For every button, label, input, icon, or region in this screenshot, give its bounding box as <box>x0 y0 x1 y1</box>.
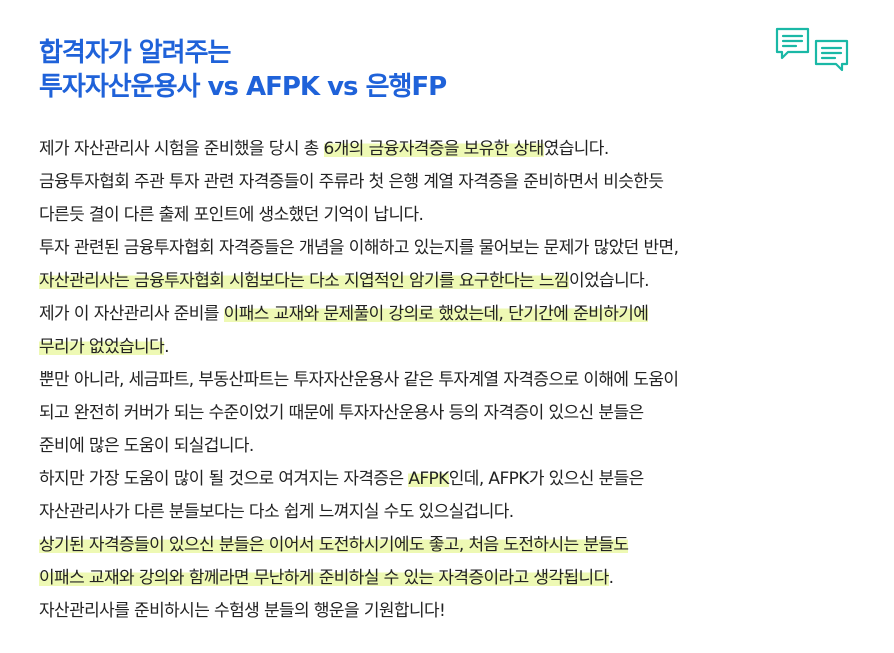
text-line: 제가 이 자산관리사 준비를 이패스 교재와 문제풀이 강의로 했었는데, 단기… <box>39 298 869 331</box>
heading-line-1: 합격자가 알려주는 <box>39 38 231 68</box>
article-body: 제가 자산관리사 시험을 준비했을 당시 총 6개의 금융자격증을 보유한 상태… <box>39 133 869 628</box>
text-line: 제가 자산관리사 시험을 준비했을 당시 총 6개의 금융자격증을 보유한 상태… <box>39 133 869 166</box>
text-run: 였습니다. <box>543 139 610 159</box>
text-run: 인데, AFPK가 있으신 분들은 <box>448 469 645 489</box>
text-line: 뿐만 아니라, 세금파트, 부동산파트는 투자자산운용사 같은 투자계열 자격증… <box>39 370 679 390</box>
text-run: . <box>608 568 614 588</box>
highlighted-text: 상기된 자격증들이 있으신 분들은 이어서 도전하시기에도 좋고, 처음 도전하… <box>39 535 629 555</box>
text-line: 투자 관련된 금융투자협회 자격증들은 개념을 이해하고 있는지를 물어보는 문… <box>39 238 679 258</box>
text-line: 이패스 교재와 강의와 함께라면 무난하게 준비하실 수 있는 자격증이라고 생… <box>39 562 869 595</box>
text-line: 되고 완전히 커버가 되는 수준이었기 때문에 투자자산운용사 등의 자격증이 … <box>39 403 644 423</box>
heading-line-2: 투자자산운용사 vs AFPK vs 은행FP <box>39 72 447 102</box>
highlighted-text: AFPK <box>408 469 449 489</box>
text-line: 무리가 없었습니다. <box>39 331 869 364</box>
text-line: 자산관리사가 다른 분들보다는 다소 쉽게 느껴지실 수도 있으실겁니다. <box>39 502 514 522</box>
highlighted-text: 이패스 교재와 문제풀이 강의로 했었는데, 단기간에 준비하기에 <box>223 304 649 324</box>
highlighted-text: 자산관리사는 금융투자협회 시험보다는 다소 지엽적인 암기를 요구한다는 느낌 <box>39 271 570 291</box>
text-line: 하지만 가장 도움이 많이 될 것으로 여겨지는 자격증은 AFPK인데, AF… <box>39 463 869 496</box>
text-line: 상기된 자격증들이 있으신 분들은 이어서 도전하시기에도 좋고, 처음 도전하… <box>39 529 869 562</box>
text-run: 하지만 가장 도움이 많이 될 것으로 여겨지는 자격증은 <box>39 469 409 489</box>
highlighted-text: 이패스 교재와 강의와 함께라면 무난하게 준비하실 수 있는 자격증이라고 생… <box>39 568 609 588</box>
text-run: 제가 자산관리사 시험을 준비했을 당시 총 <box>39 139 324 159</box>
text-line: 자산관리사는 금융투자협회 시험보다는 다소 지엽적인 암기를 요구한다는 느낌… <box>39 265 869 298</box>
highlighted-text: 6개의 금융자격증을 보유한 상태 <box>323 139 544 159</box>
text-line: 자산관리사를 준비하시는 수험생 분들의 행운을 기원합니다! <box>39 601 446 621</box>
text-run: 이었습니다. <box>568 271 650 291</box>
text-line: 다른듯 결이 다른 출제 포인트에 생소했던 기억이 납니다. <box>39 205 424 225</box>
page-heading: 합격자가 알려주는 투자자산운용사 vs AFPK vs 은행FP <box>39 36 759 104</box>
chat-bubble-icon <box>814 39 849 72</box>
chat-bubble-icon <box>775 27 810 60</box>
highlighted-text: 무리가 없었습니다 <box>39 337 165 357</box>
text-line: 준비에 많은 도움이 되실겁니다. <box>39 436 254 456</box>
text-run: . <box>164 337 169 357</box>
text-line: 금융투자협회 주관 투자 관련 자격증들이 주류라 첫 은행 계열 자격증을 준… <box>39 172 664 192</box>
text-run: 제가 이 자산관리사 준비를 <box>39 304 224 324</box>
chat-icons <box>774 26 850 74</box>
